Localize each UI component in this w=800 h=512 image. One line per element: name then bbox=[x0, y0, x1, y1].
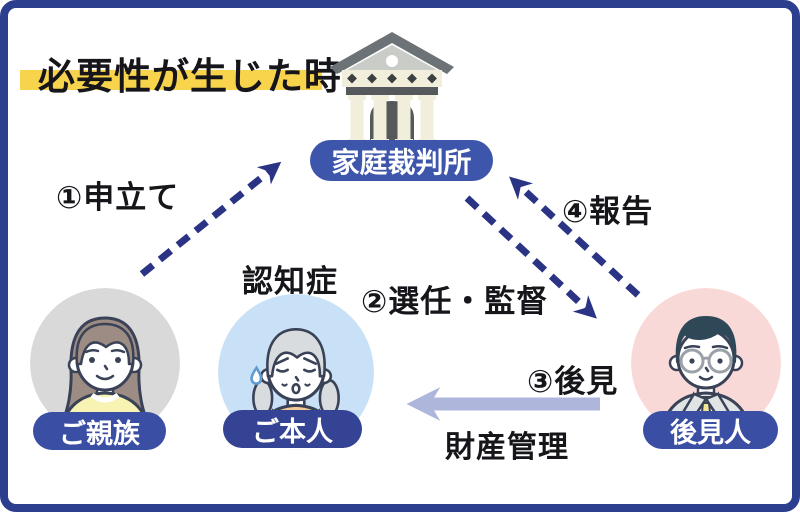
report-label: ④報告 bbox=[562, 194, 654, 229]
person-label: ご本人 bbox=[252, 416, 333, 447]
guardian-hair bbox=[675, 316, 737, 363]
courthouse-icon bbox=[330, 32, 454, 144]
family-court-pill: 家庭裁判所 bbox=[310, 140, 493, 181]
family-label: ご親族 bbox=[59, 418, 140, 449]
dementia-status-label: 認知症 bbox=[242, 264, 338, 299]
appoint-label: ②選任・監督 bbox=[361, 284, 549, 319]
sweat-drop-icon bbox=[250, 365, 263, 385]
property-management-label: 財産管理 bbox=[445, 431, 569, 464]
family-pill: ご親族 bbox=[33, 412, 166, 450]
family-court-label: 家庭裁判所 bbox=[331, 146, 472, 178]
person-pill: ご本人 bbox=[223, 410, 362, 448]
guardian-pill: 後見人 bbox=[643, 411, 778, 449]
apply-label: ①申立て bbox=[56, 180, 180, 215]
guardianship-label: ③後見 bbox=[527, 364, 619, 399]
page-title: 必要性が生じた時 bbox=[38, 56, 342, 97]
title-highlight-bar bbox=[20, 70, 322, 90]
guardian-label: 後見人 bbox=[670, 417, 751, 448]
glasses-icon bbox=[679, 348, 705, 374]
